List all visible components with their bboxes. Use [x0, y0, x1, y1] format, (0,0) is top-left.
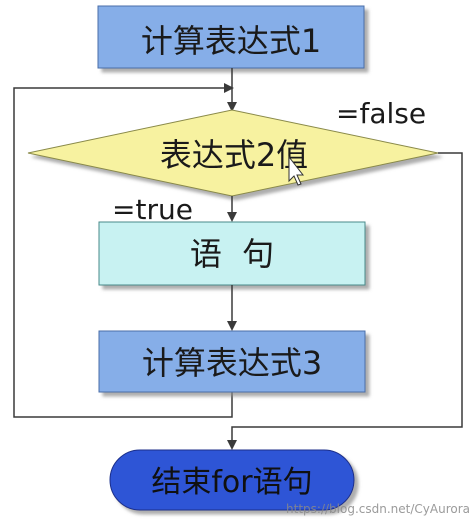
false-branch-label: =false — [336, 97, 426, 130]
statement-node: 语 句 — [98, 221, 366, 286]
end-for-statement-label: 结束for语句 — [151, 465, 312, 500]
watermark-text: https://blog.csdn.net/CyAurora — [286, 502, 470, 516]
compute-expression1-box — [97, 5, 365, 69]
condition-expression2-label: 表达式2值 — [160, 136, 308, 174]
loop-back-connector — [13, 83, 234, 418]
end-for-statement-terminal — [109, 449, 355, 511]
statement-label: 语 句 — [190, 235, 274, 273]
true-branch-label: =true — [112, 193, 193, 226]
false-branch-connector — [227, 152, 463, 450]
compute-expression1-node: 计算表达式1 — [97, 5, 365, 69]
condition-expression2-node: 表达式2值 — [27, 109, 439, 197]
end-for-statement-node: 结束for语句 — [109, 449, 355, 511]
mouse-cursor-icon — [288, 155, 305, 186]
compute-expression3-box — [98, 330, 366, 393]
compute-expression3-label: 计算表达式3 — [142, 344, 322, 382]
statement-box — [98, 221, 366, 286]
compute-expression1-label: 计算表达式1 — [141, 22, 321, 60]
compute-expression3-node: 计算表达式3 — [98, 330, 366, 393]
